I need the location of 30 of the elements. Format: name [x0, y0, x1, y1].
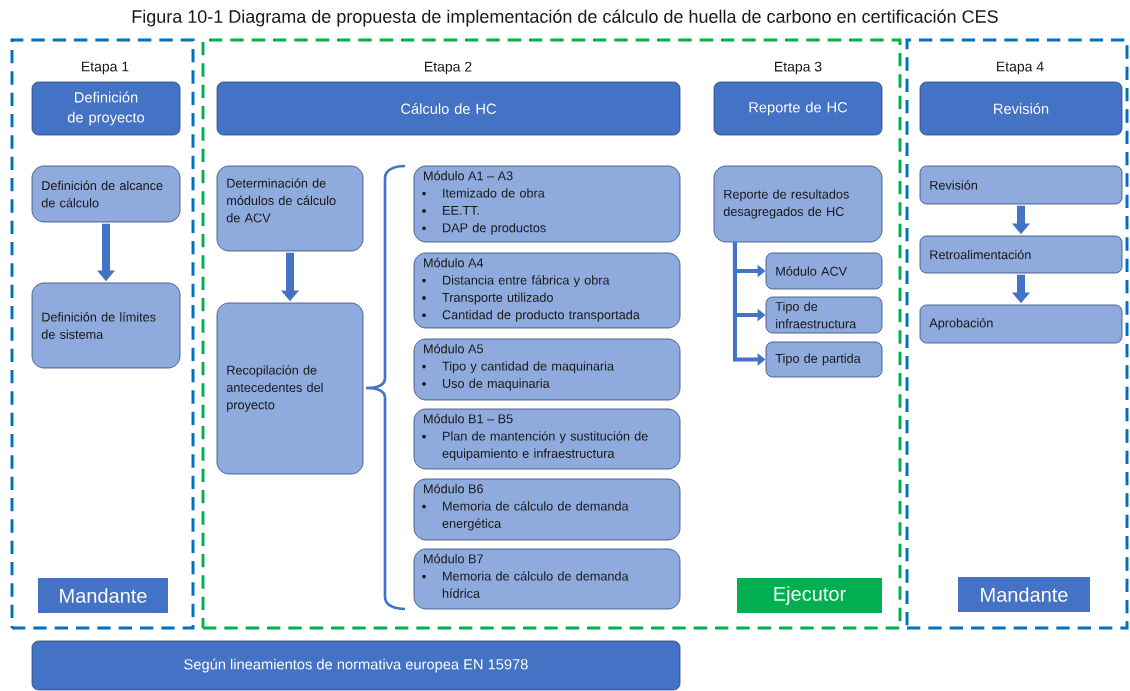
- role-label: Mandante: [958, 577, 1090, 612]
- stage-heading: Etapa 2: [425, 61, 472, 75]
- stage-heading: Etapa 1: [82, 61, 129, 75]
- stage-box: Reporte de HC: [713, 81, 883, 136]
- process-box: Retroalimentación: [919, 235, 1123, 274]
- process-box: Definición de alcance de cálculo: [31, 165, 181, 223]
- module-box: Módulo B1 – B5 Plan de mantención y sustitución de equipamiento e infraestructura: [413, 408, 681, 470]
- process-box: Reporte de resultados desagregados de HC: [713, 165, 883, 243]
- stage-box: Definición de proyecto: [31, 81, 181, 136]
- module-box: Módulo A5 Tipo y cantidad de maquinaria Uso de maquinaria: [413, 338, 681, 401]
- role-label: Ejecutor: [737, 578, 882, 613]
- process-box: Aprobación: [919, 304, 1123, 344]
- process-box: Recopilación de antecedentes del proyecto: [216, 302, 364, 475]
- norm-banner: Según lineamientos de normativa europea EN 15978: [31, 640, 681, 691]
- process-box: Determinación de módulos de cálculo de ACV: [216, 165, 364, 252]
- process-box: Definición de límites de sistema: [31, 282, 181, 369]
- module-box: Módulo A1 – A3 Itemizado de obra EE.TT. DAP de productos: [413, 165, 681, 243]
- process-box: Módulo ACV: [765, 252, 883, 290]
- stage-box: Revisión: [919, 81, 1123, 136]
- process-box: Revisión: [919, 165, 1123, 205]
- module-box: Módulo B6 Memoria de cálculo de demanda energética: [413, 478, 681, 541]
- process-box: Tipo de partida: [765, 341, 883, 378]
- role-label: Mandante: [38, 578, 168, 613]
- module-box: Módulo B7 Memoria de cálculo de demanda hídrica: [413, 548, 681, 610]
- process-box: Tipo de infraestructura: [765, 296, 883, 334]
- module-box: Módulo A4 Distancia entre fábrica y obra Transporte utilizado Cantidad de producto transportada: [413, 252, 681, 329]
- stage-box: Cálculo de HC: [216, 81, 681, 136]
- stage-heading: Etapa 3: [775, 61, 822, 75]
- stage-heading: Etapa 4: [997, 61, 1044, 75]
- title: Figura 10-1 Diagrama de propuesta de implementación de cálculo de huella de carbono en certificación CES: [132, 9, 998, 27]
